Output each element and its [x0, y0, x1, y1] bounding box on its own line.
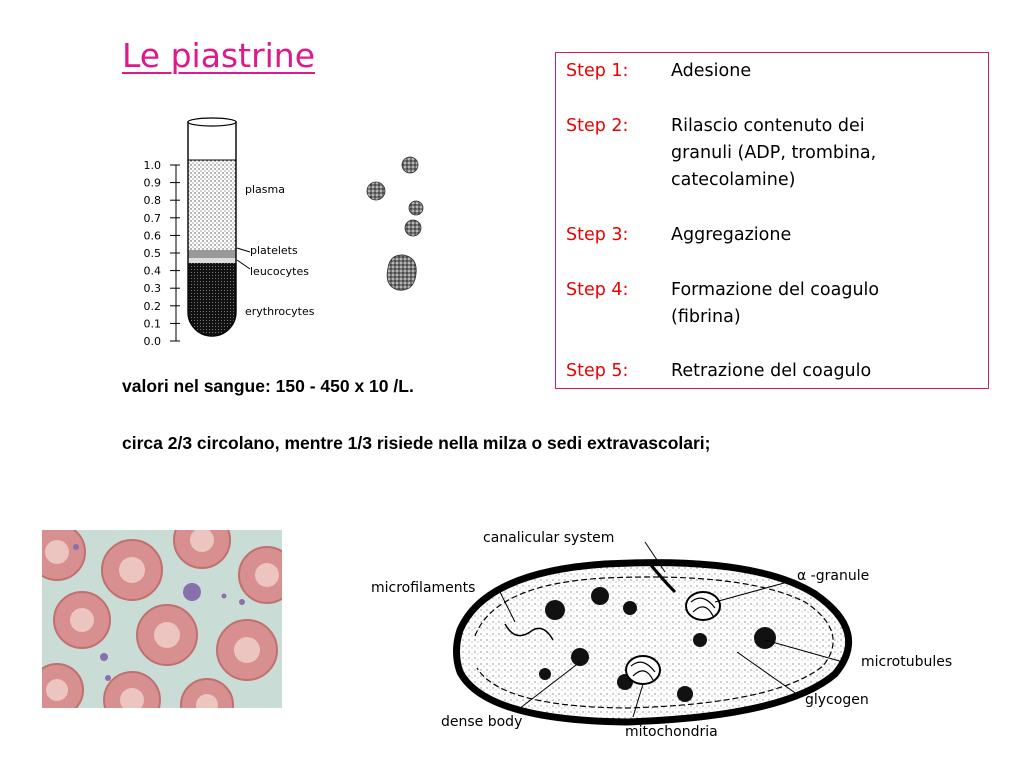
scale-label: 0.4 [144, 265, 162, 278]
circulation-text: circa 2/3 circolano, mentre 1/3 risiede … [122, 433, 711, 453]
step-desc-line: (fibrina) [671, 307, 741, 327]
platelet-layer [188, 250, 236, 258]
dense-body-label: dense body [441, 714, 522, 730]
microtubules-label: microtubules [861, 654, 952, 670]
step-label: Step 3: [566, 225, 629, 245]
scale-label: 0.9 [144, 177, 162, 190]
leucocyte-layer [188, 258, 236, 263]
plasma-layer [188, 160, 236, 250]
step-desc: Aggregazione [671, 222, 791, 249]
scale-label: 0.3 [144, 282, 162, 295]
tube-outline [187, 121, 237, 337]
platelet-sketches [366, 156, 424, 291]
step-desc: Formazione del coagulo (fibrina) [671, 277, 879, 331]
glycogen-label: glycogen [805, 692, 869, 708]
blood-values-text: valori nel sangue: 150 - 450 x 10 /L. [122, 376, 414, 396]
step-label: Step 2: [566, 116, 629, 136]
scale-label: 0.6 [144, 229, 162, 242]
step-desc-line: Formazione del coagulo [671, 280, 880, 300]
step-desc: Rilascio contenuto dei granuli (ADP, tro… [671, 113, 876, 194]
step-desc-line: catecolamine) [671, 170, 796, 190]
step-desc-line: Aggregazione [671, 225, 792, 245]
step-desc-line: Adesione [671, 61, 752, 81]
scale-label: 0.5 [144, 247, 162, 260]
microfilaments-label: microfilaments [371, 580, 475, 596]
tube-contents [188, 160, 236, 336]
step-desc-line: granuli (ADP, trombina, [671, 143, 877, 163]
slide-title: Le piastrine [122, 36, 316, 75]
platelets-label: platelets [250, 244, 298, 257]
scale-label: 1.0 [144, 159, 162, 172]
tube-rim [187, 117, 237, 127]
step-label: Step 1: [566, 61, 629, 81]
canalicular-system-label: canalicular system [483, 530, 614, 546]
step-desc-line: Rilascio contenuto dei [671, 116, 865, 136]
leucocytes-label: leucocytes [250, 265, 309, 278]
step-desc: Retrazione del coagulo [671, 358, 871, 385]
platelet-membrane [453, 559, 853, 726]
scale-label: 0.2 [144, 300, 162, 313]
erythrocytes-label: erythrocytes [245, 305, 315, 318]
alpha-granule-label: α -granule [797, 568, 869, 584]
scale-label: 0.0 [144, 335, 162, 348]
blood-smear-photo [42, 530, 282, 708]
step-label: Step 5: [566, 361, 629, 381]
scale-label: 0.7 [144, 212, 162, 225]
steps-box: Step 1: Adesione Step 2: Rilascio conten… [555, 52, 989, 389]
scale-label: 0.1 [144, 317, 162, 330]
scale-label: 0.8 [144, 194, 162, 207]
step-label: Step 4: [566, 280, 629, 300]
step-desc-line: Retrazione del coagulo [671, 361, 872, 381]
step-desc: Adesione [671, 58, 751, 85]
platelet-ultrastructure-diagram: canalicular system α -granule microfilam… [371, 530, 952, 740]
scale-ticks [170, 164, 180, 342]
erythrocyte-layer [188, 263, 236, 336]
centrifuge-tube-figure: 1.0 0.9 0.8 0.7 0.6 0.5 0.4 0.3 0.2 0.1 … [144, 117, 315, 348]
mitochondria-label: mitochondria [625, 724, 718, 740]
plasma-label: plasma [245, 183, 285, 196]
